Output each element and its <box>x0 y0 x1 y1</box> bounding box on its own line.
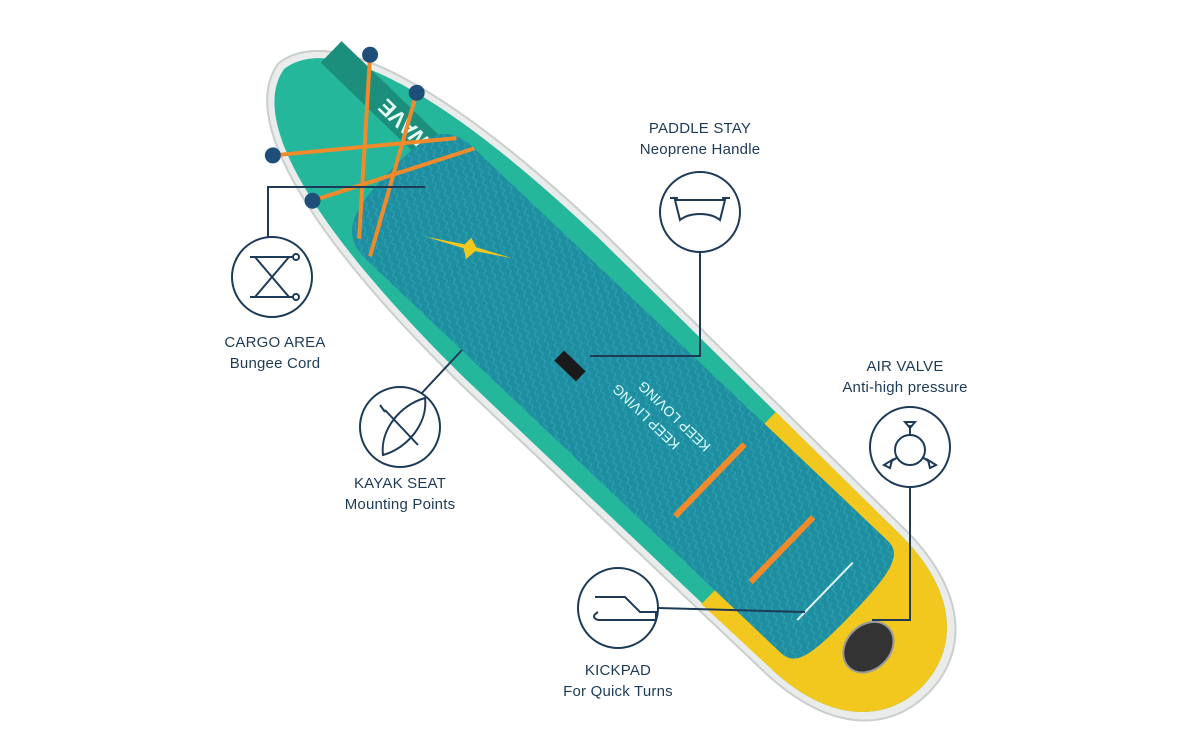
callout-subtitle: Neoprene Handle <box>639 141 761 158</box>
callout-title: CARGO AREA <box>224 334 326 351</box>
bungee-anchors <box>264 46 425 209</box>
callout-paddle-stay: PADDLE STAY Neoprene Handle <box>640 118 761 160</box>
callout-title: AIR VALVE <box>866 358 944 375</box>
paddle-board: RIDEWAVE KEEP LOVING KEEP LIVING <box>264 41 957 722</box>
callout-title: PADDLE STAY <box>648 120 752 137</box>
callout-cargo-area: CARGO AREA Bungee Cord <box>224 332 325 374</box>
tail-straps <box>673 442 816 585</box>
star-logo <box>425 236 513 260</box>
paddle-stay-handle <box>554 350 586 382</box>
callout-title: KAYAK SEAT <box>353 475 447 492</box>
deck-pad <box>352 133 894 659</box>
callout-subtitle: Bungee Cord <box>229 355 321 372</box>
callout-kayak-seat: KAYAK SEAT Mounting Points <box>345 473 456 515</box>
bungee-cords <box>272 54 475 257</box>
callout-title: KICKPAD <box>584 662 652 679</box>
air-valve-icon <box>881 421 939 470</box>
air-valve <box>842 620 895 674</box>
callout-air-valve: AIR VALVE Anti-high pressure <box>842 356 967 398</box>
kickpad-marker <box>796 561 854 621</box>
kickpad-icon-circle <box>577 567 659 649</box>
paddle-icon-circle <box>659 171 741 253</box>
kickpad-icon <box>593 596 657 621</box>
kayak-icon <box>379 396 427 457</box>
handle-icon <box>670 197 730 222</box>
callout-kickpad: KICKPAD For Quick Turns <box>563 660 673 702</box>
callout-lines <box>267 186 911 621</box>
bungee-cord-icon <box>250 253 300 301</box>
callout-subtitle: Anti-high pressure <box>842 379 968 396</box>
callout-subtitle: For Quick Turns <box>563 683 673 700</box>
callout-subtitle: Mounting Points <box>344 496 456 513</box>
valve-icon-circle <box>869 406 951 488</box>
